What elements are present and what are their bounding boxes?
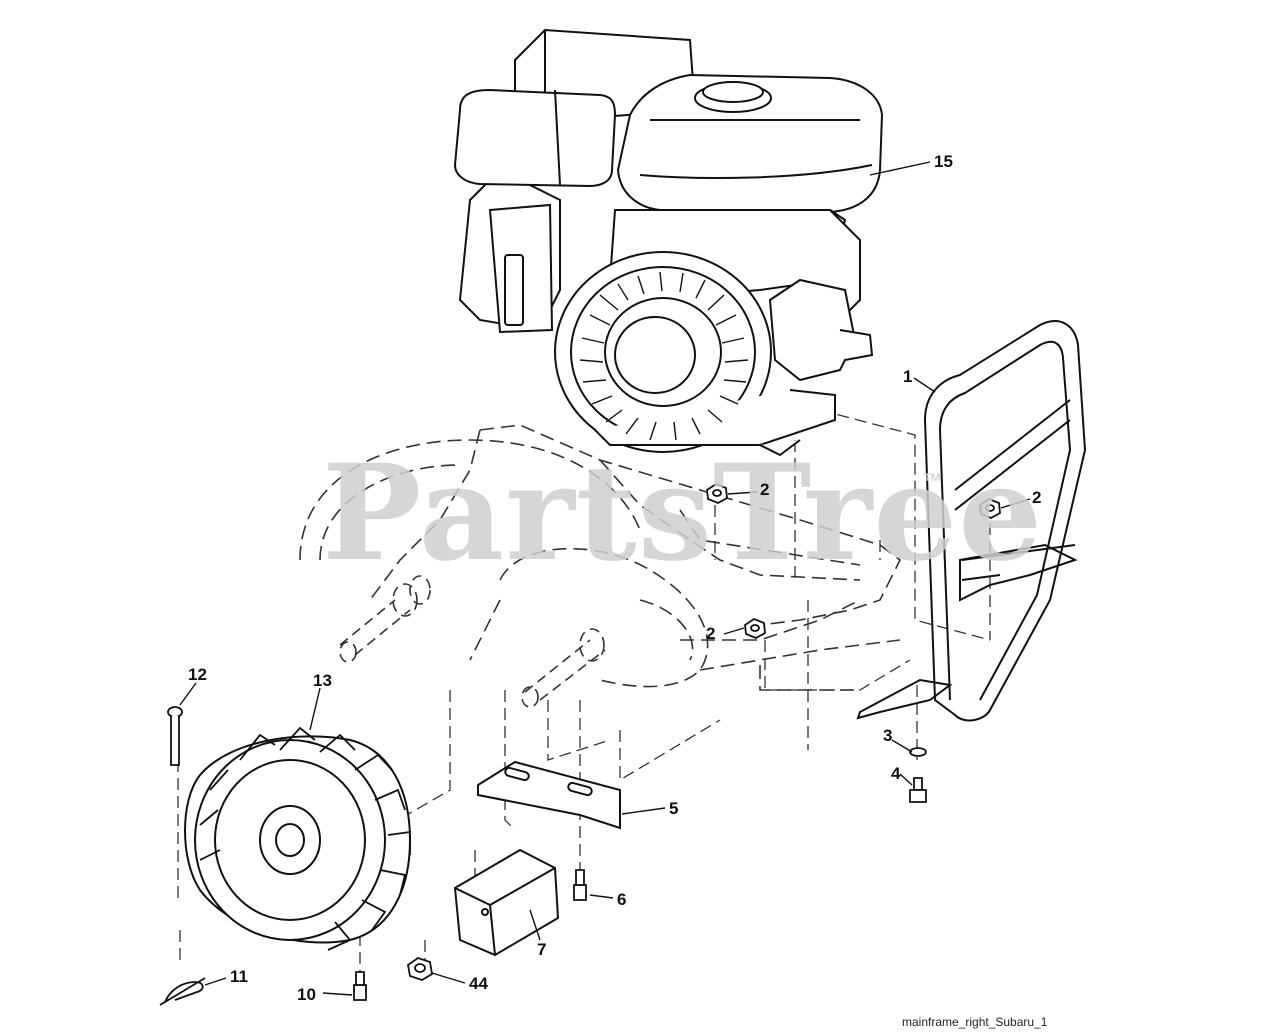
callout-2-guard: 2 [1032,488,1042,507]
hairpin-clip [159,977,206,1006]
starter-fins [579,271,749,441]
callout-2-engine: 2 [760,480,770,499]
bolt-6 [573,869,587,901]
leader-lines [179,161,1031,996]
axle-shafts-ghost [339,575,606,708]
diagram-caption: mainframe_right_Subaru_1 [902,1015,1048,1029]
callout-5: 5 [669,799,679,818]
callout-6: 6 [617,890,627,909]
clevis-pin [167,706,183,766]
weight-block [453,848,560,957]
callout-44: 44 [469,974,488,993]
callout-7: 7 [537,940,547,959]
callout-10: 10 [297,985,316,1004]
mounting-bracket [477,760,621,830]
tiller-frame-ghost [299,424,902,691]
watermark-logo: PartsTree [322,436,1044,591]
callout-3: 3 [883,726,893,745]
washer-and-bolt [909,747,927,803]
trademark-symbol: ™ [922,470,942,492]
tire-wheel [184,735,412,944]
tire-treads [199,726,411,951]
engine-assembly [453,28,884,457]
flange-nuts [706,482,1001,639]
callout-15: 15 [934,152,953,171]
callout-11: 11 [230,967,248,986]
callout-1: 1 [903,367,913,386]
assembly-guide-lines [177,409,991,975]
callout-4: 4 [891,764,901,783]
callout-13: 13 [313,671,332,690]
bolt-10 [353,971,367,1001]
callout-2-frame: 2 [706,624,716,643]
nut-44 [407,957,433,981]
callout-12: 12 [188,665,207,684]
